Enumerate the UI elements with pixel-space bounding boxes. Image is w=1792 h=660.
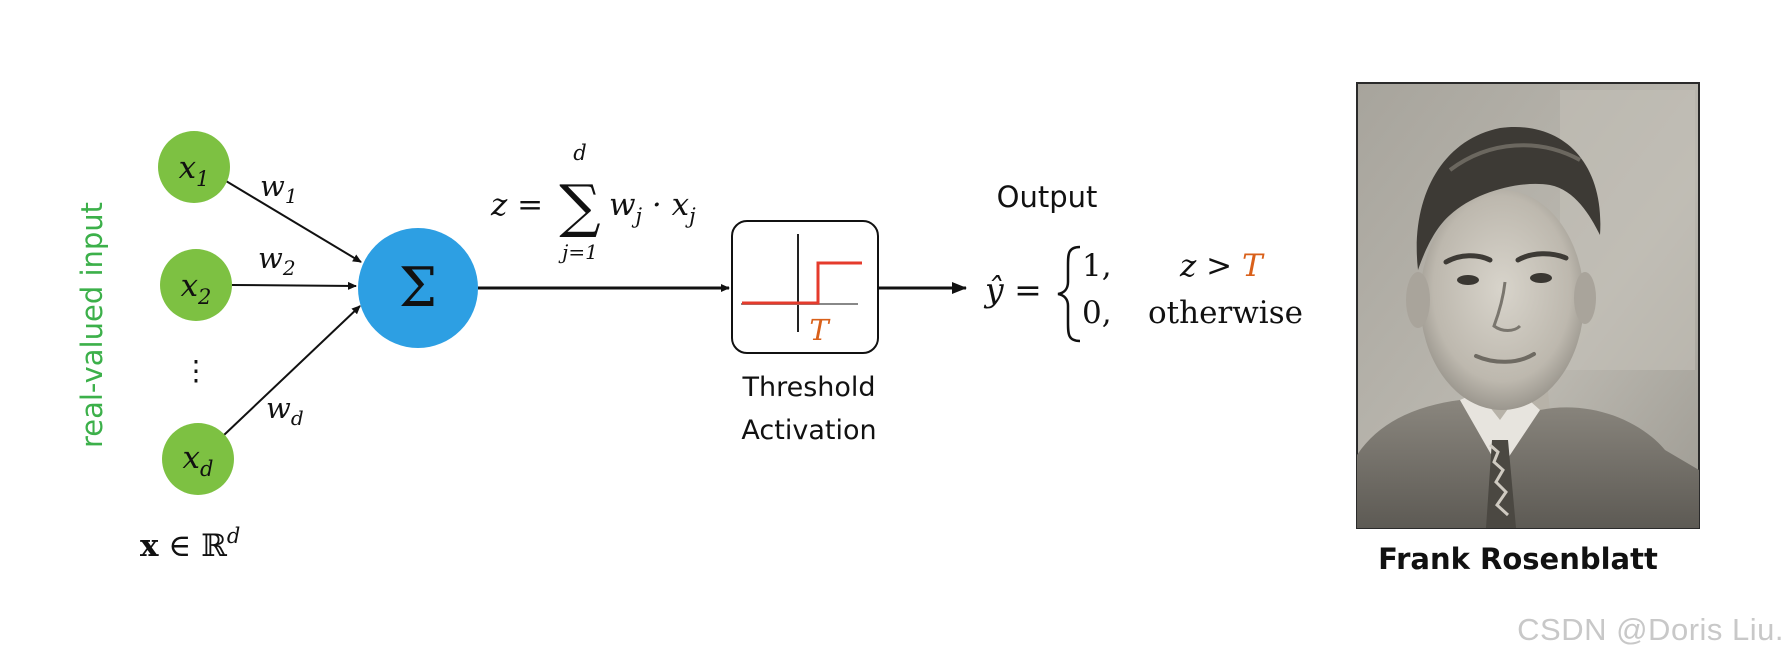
edge-x2-to-sum xyxy=(231,281,357,290)
input-sub: 1 xyxy=(196,167,209,191)
portrait-caption: Frank Rosenblatt xyxy=(1378,542,1658,576)
threshold-label-line2: Activation xyxy=(741,415,876,446)
input-sub: d xyxy=(200,457,213,481)
input-sub: 2 xyxy=(197,285,211,309)
svg-text:0,: 0, xyxy=(1082,295,1112,331)
watermark-text: CSDN @Doris Liu. xyxy=(1517,612,1784,647)
input-var: x xyxy=(181,268,199,304)
svg-text:1,: 1, xyxy=(1082,248,1112,284)
svg-text:d: d xyxy=(573,141,586,165)
weight-wd: wd xyxy=(266,391,304,430)
edge-xd-to-sum xyxy=(223,305,361,436)
weight-w1: w1 xyxy=(260,169,298,208)
weight-w2: w2 xyxy=(258,241,296,280)
edge-x1-to-sum xyxy=(225,180,362,263)
svg-text:x2: x2 xyxy=(181,268,212,309)
output-title: Output xyxy=(997,180,1098,214)
svg-text:∑: ∑ xyxy=(559,172,600,240)
svg-text:otherwise: otherwise xyxy=(1148,295,1303,331)
svg-text:x1: x1 xyxy=(179,150,210,191)
input-var: x xyxy=(179,150,197,186)
input-axis-label: real-valued input xyxy=(75,202,109,448)
z-formula: z = d ∑ j=1 wj · xj xyxy=(490,141,696,264)
svg-text:j=1: j=1 xyxy=(558,240,598,264)
output-formula: ŷ = 1, 0, z > T otherwise xyxy=(983,245,1303,343)
svg-text:z > T: z > T xyxy=(1179,248,1265,284)
svg-text:ŷ =: ŷ = xyxy=(983,270,1042,309)
portrait-photo xyxy=(1356,82,1700,529)
input-ellipsis: ⋮ xyxy=(182,354,210,387)
sum-symbol: Σ xyxy=(399,256,437,319)
step-function-line xyxy=(742,261,862,305)
threshold-activation-box: T xyxy=(731,220,879,354)
input-domain-label: x ∈ ℝd xyxy=(140,524,240,564)
input-node-xd: xd xyxy=(162,423,234,495)
sum-node: Σ xyxy=(358,228,478,348)
input-node-x1: x1 xyxy=(158,131,230,203)
output-brace xyxy=(1057,245,1081,343)
input-node-x2: x2 xyxy=(160,249,232,321)
threshold-marker: T xyxy=(809,313,831,347)
svg-text:xd: xd xyxy=(183,440,214,481)
input-var: x xyxy=(183,440,201,476)
svg-text:z =: z = xyxy=(490,187,543,223)
svg-text:wj · xj: wj · xj xyxy=(609,187,696,228)
threshold-label-line1: Threshold xyxy=(741,372,875,403)
